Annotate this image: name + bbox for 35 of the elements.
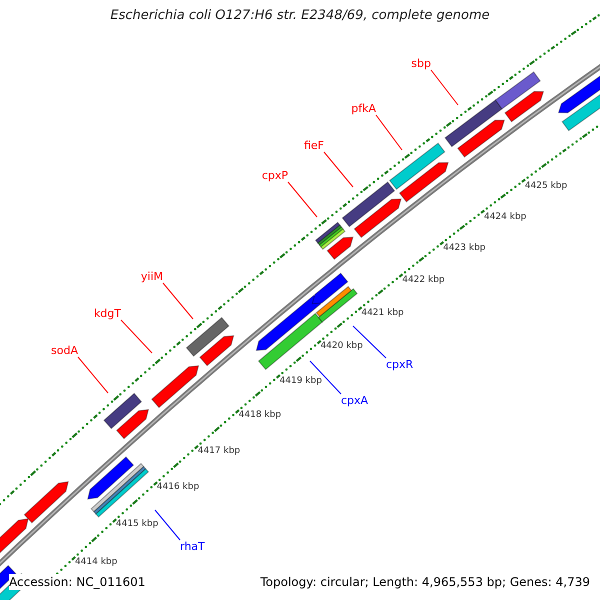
- genome-summary-text: Topology: circular; Length: 4,965,553 bp; Genes: 4,739: [260, 574, 590, 590]
- gene-label: cpxP: [262, 169, 288, 182]
- gene-label: fieF: [304, 139, 324, 152]
- gene-label: sodA: [51, 344, 78, 357]
- gene-label: cpxR: [386, 358, 414, 371]
- kbp-tick-label: 4422 kbp: [402, 276, 445, 286]
- kbp-tick-label: 4415 kbp: [116, 520, 158, 530]
- gene-label: pfkA: [351, 102, 376, 115]
- kbp-tick-label: 4414 kbp: [74, 558, 118, 567]
- kbp-tick-label: 4419 kbp: [280, 376, 322, 386]
- kbp-tick-label: 4423 kbp: [443, 244, 486, 253]
- gene-label: sbp: [411, 57, 431, 70]
- leader-line: [78, 356, 108, 394]
- leader-line: [430, 70, 458, 106]
- leader-line: [154, 510, 180, 540]
- map-title: Escherichia coli O127:H6 str. E2348/69, complete genome: [109, 9, 491, 22]
- gene-label: cpxA: [341, 394, 368, 407]
- kbp-tick-label: 4425 kbp: [524, 182, 568, 191]
- kbp-tick-label: 4418 kbp: [238, 411, 282, 420]
- gene-label: kdgT: [94, 307, 121, 320]
- leader-line: [376, 114, 402, 150]
- leader-line: [162, 282, 194, 320]
- kbp-tick-label: 4416 kbp: [156, 483, 200, 492]
- kbp-tick-label: 4417 kbp: [198, 447, 240, 456]
- leader-line: [120, 320, 152, 354]
- kbp-tick-label: 4420 kbp: [320, 342, 363, 352]
- kbp-tick-label: 4424 kbp: [484, 212, 526, 222]
- leader-line: [324, 152, 354, 188]
- leader-line: [310, 360, 342, 394]
- gene-label: yiiM: [140, 270, 163, 283]
- gene-label: rhaT: [180, 540, 205, 553]
- leader-line: [352, 326, 386, 358]
- leader-line: [288, 182, 318, 218]
- accession-text: Accession: NC_011601: [9, 574, 146, 590]
- kbp-tick-label: 4421 kbp: [361, 308, 404, 318]
